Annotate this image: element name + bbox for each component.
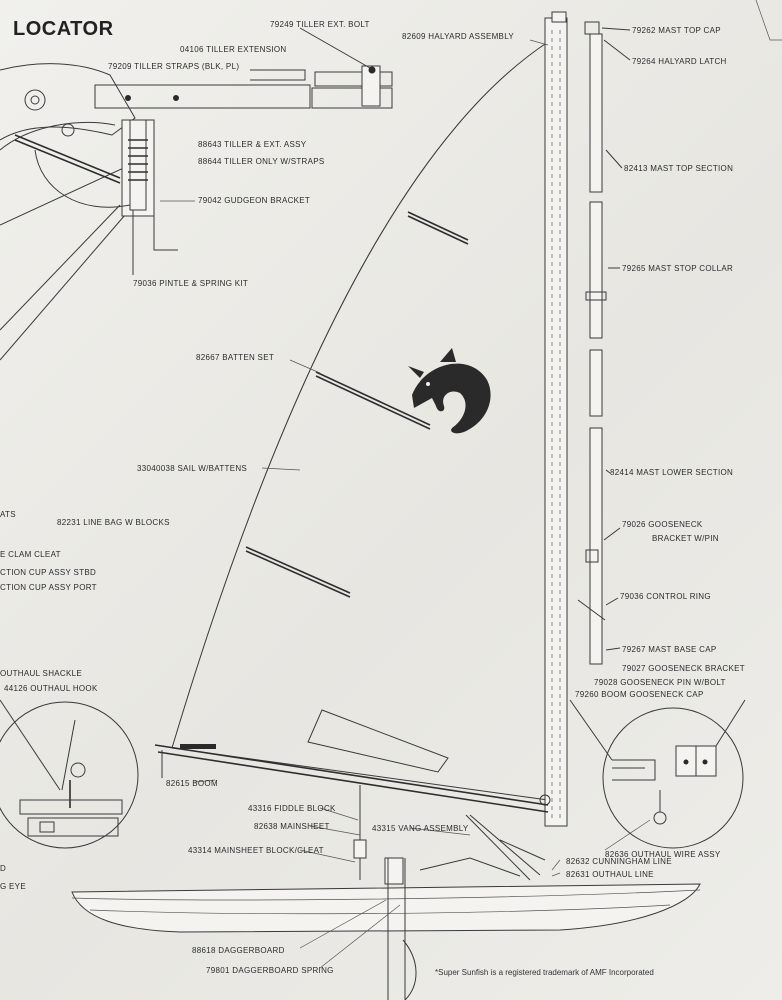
label-mast-top-cap: 79262 MAST TOP CAP — [632, 26, 721, 35]
label-outhaul-hook: 44126 OUTHAUL HOOK — [4, 684, 98, 693]
mast-drawing — [539, 11, 568, 827]
label-outhaul-shackle: OUTHAUL SHACKLE — [0, 669, 82, 678]
label-daggerboard: 88618 DAGGERBOARD — [192, 946, 285, 955]
label-control-ring: 79036 CONTROL RING — [620, 592, 711, 601]
label-outhaul-wire: 82636 OUTHAUL WIRE ASSY — [605, 850, 721, 859]
outhaul-detail-circle — [0, 699, 139, 849]
trademark-footnote: *Super Sunfish is a registered trademark… — [435, 968, 654, 977]
label-gooseneck-bracket: 79027 GOOSENECK BRACKET — [622, 664, 745, 673]
label-mast-base-cap: 79267 MAST BASE CAP — [622, 645, 717, 654]
label-tiller-only: 88644 TILLER ONLY W/STRAPS — [198, 157, 325, 166]
label-boom-gooseneck-cap: 79260 BOOM GOOSENECK CAP — [575, 690, 704, 699]
label-tiller-ext-assy: 88643 TILLER & EXT. ASSY — [198, 140, 307, 149]
label-left-ats: ATS — [0, 510, 16, 519]
label-cunningham-line: 82632 CUNNINGHAM LINE — [566, 857, 672, 866]
label-leader-lines — [160, 39, 651, 969]
label-tiller-ext-bolt: 79249 TILLER EXT. BOLT — [270, 20, 370, 29]
page-fold-line — [755, 0, 782, 41]
sail-drawing — [171, 41, 549, 801]
label-left-clam-cleat: E CLAM CLEAT — [0, 550, 61, 559]
label-tiller-straps: 79209 TILLER STRAPS (BLK, PL) — [108, 62, 240, 71]
label-gudgeon-bracket: 79042 GUDGEON BRACKET — [198, 196, 311, 205]
label-batten-set: 82667 BATTEN SET — [196, 353, 275, 362]
label-halyard-latch: 79264 HALYARD LATCH — [632, 57, 727, 66]
mast-sections-exploded — [577, 21, 631, 665]
sunfish-logo — [408, 348, 491, 434]
label-left-d: D — [0, 864, 7, 873]
label-fiddle-block: 43316 FIDDLE BLOCK — [248, 804, 336, 813]
label-left-eye: G EYE — [0, 882, 26, 891]
label-gooseneck-bracket-pin-2: BRACKET W/PIN — [652, 534, 719, 543]
gooseneck-detail-circle — [569, 699, 746, 849]
label-pintle-spring-kit: 79036 PINTLE & SPRING KIT — [133, 279, 249, 288]
label-mast-stop-collar: 79265 MAST STOP COLLAR — [622, 264, 734, 273]
label-mainsheet-block-cleat: 43314 MAINSHEET BLOCK/CLEAT — [188, 846, 324, 855]
label-gooseneck-bracket-pin-1: 79026 GOOSENECK — [622, 520, 703, 529]
label-boom: 82615 BOOM — [166, 779, 218, 788]
label-gooseneck-pin-bolt: 79028 GOOSENECK PIN W/BOLT — [594, 678, 726, 687]
label-left-cup-port: CTION CUP ASSY PORT — [0, 583, 97, 592]
label-daggerboard-spring: 79801 DAGGERBOARD SPRING — [206, 966, 334, 975]
label-sail-battens: 33040038 SAIL W/BATTENS — [137, 464, 248, 473]
label-line-bag: 82231 LINE BAG W BLOCKS — [57, 518, 170, 527]
label-halyard-assembly: 82609 HALYARD ASSEMBLY — [402, 32, 514, 41]
label-mainsheet: 82638 MAINSHEET — [254, 822, 330, 831]
label-mast-lower-section: 82414 MAST LOWER SECTION — [610, 468, 734, 477]
label-left-cup-stbd: CTION CUP ASSY STBD — [0, 568, 97, 577]
label-mast-top-section: 82413 MAST TOP SECTION — [624, 164, 734, 173]
boom-and-rigging — [154, 744, 549, 881]
label-tiller-extension: 04106 TILLER EXTENSION — [180, 45, 287, 54]
tiller-assembly-drawing — [0, 27, 393, 361]
label-vang-assembly: 43315 VANG ASSEMBLY — [372, 824, 469, 833]
hull-drawing — [71, 857, 701, 1000]
label-outhaul-line: 82631 OUTHAUL LINE — [566, 870, 654, 879]
page-title: LOCATOR — [13, 18, 114, 40]
